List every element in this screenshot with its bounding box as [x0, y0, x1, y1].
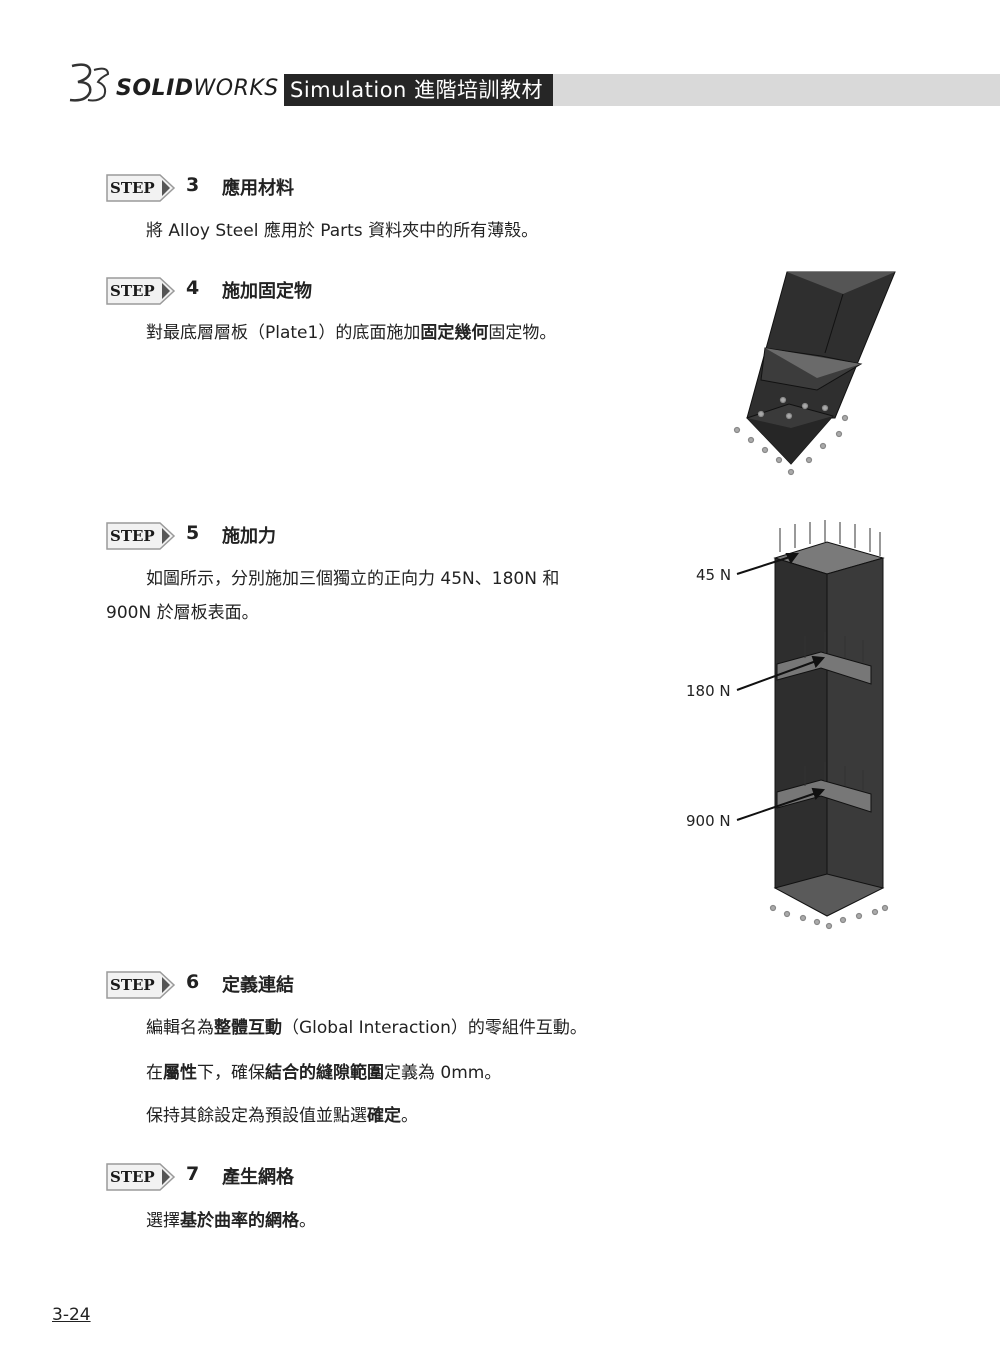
force-label-900n: 900 N: [686, 812, 731, 830]
step-title: 施加力: [222, 526, 276, 547]
book-title: Simulation 進階培訓教材: [284, 74, 554, 106]
step-number: 6: [186, 971, 200, 993]
step-6-text-line2: 在屬性下，確保結合的縫隙範圍定義為 0mm。: [146, 1063, 502, 1083]
step-6-text-line3: 保持其餘設定為預設值並點選確定。: [146, 1106, 418, 1126]
step-6-text-line1: 編輯名為整體互動（Global Interaction）的零組件互動。: [146, 1018, 587, 1038]
step-3-text: 將 Alloy Steel 應用於 Parts 資料夾中的所有薄殼。: [146, 221, 539, 241]
force-label-45n: 45 N: [696, 566, 732, 584]
step-number: 4: [186, 277, 200, 299]
step-badge-text: STEP: [110, 282, 155, 300]
step-badge-text: STEP: [110, 179, 155, 197]
step-4-text: 對最底層層板（Plate1）的底面施加固定幾何固定物。: [146, 323, 557, 343]
step-title: 應用材料: [222, 178, 294, 199]
step-number: 7: [186, 1163, 200, 1185]
step-badge-text: STEP: [110, 527, 155, 545]
step-badge-icon: STEP: [106, 174, 176, 202]
step-number: 5: [186, 522, 200, 544]
step-badge-icon: STEP: [106, 971, 176, 999]
fixture-figure: [733, 271, 896, 476]
forces-figure: [736, 520, 889, 930]
step-badge-icon: STEP: [106, 522, 176, 550]
step-badge-text: STEP: [110, 976, 155, 994]
step-badge-icon: STEP: [106, 277, 176, 305]
step-title: 產生網格: [222, 1167, 294, 1188]
step-badge-text: STEP: [110, 1168, 155, 1186]
step-badge-icon: STEP: [106, 1163, 176, 1191]
force-label-180n: 180 N: [686, 682, 731, 700]
solidworks-brand: SOLIDWORKS: [116, 76, 279, 101]
page-header: SOLIDWORKS Simulation 進階培訓教材: [0, 60, 1000, 120]
step-title: 施加固定物: [222, 281, 312, 302]
step-5-text-line1: 如圖所示，分別施加三個獨立的正向力 45N、180N 和: [146, 569, 560, 589]
3ds-logo-icon: [69, 63, 110, 102]
step-5-text-line2: 900N 於層板表面。: [106, 603, 259, 623]
page-number: 3-24: [52, 1305, 91, 1325]
step-number: 3: [186, 174, 200, 196]
step-title: 定義連結: [222, 975, 294, 996]
step-7-text: 選擇基於曲率的網格。: [146, 1211, 316, 1231]
